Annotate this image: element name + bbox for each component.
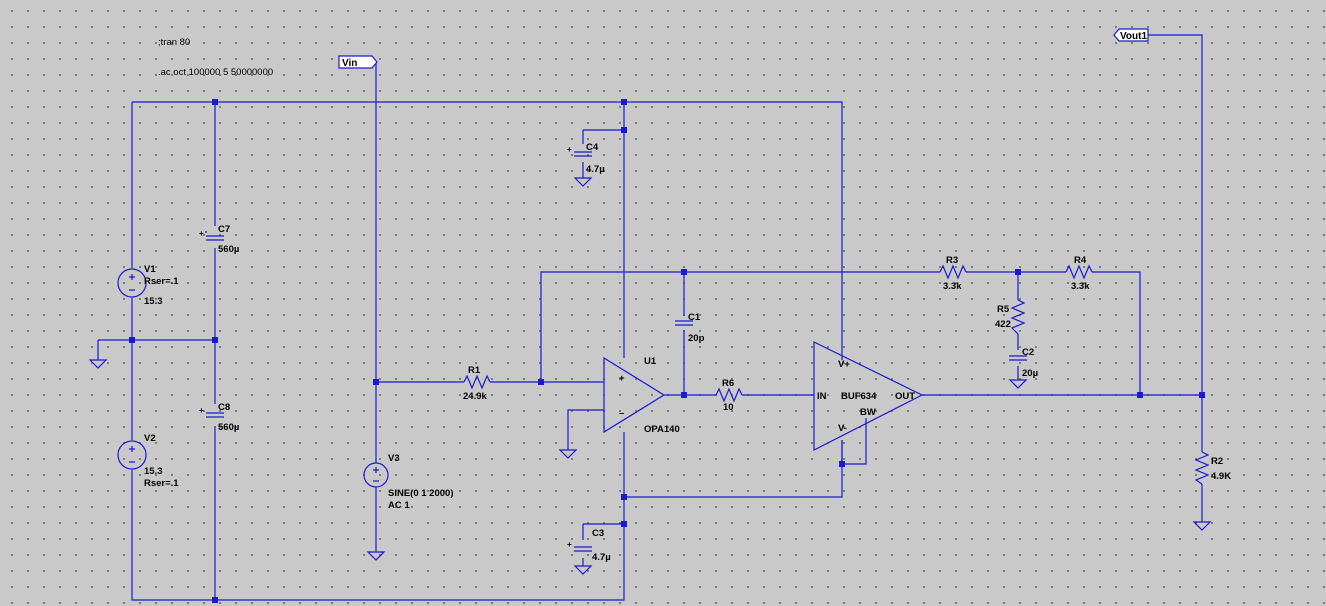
svg-text:OPA140: OPA140 [644, 424, 680, 435]
svg-text:4.7µ: 4.7µ [592, 552, 611, 563]
capacitor-c2[interactable]: C2 20µ [1009, 347, 1038, 379]
svg-text:+: + [567, 145, 572, 154]
resistor-r2[interactable]: R2 4.9K [1194, 451, 1231, 485]
resistor-r1[interactable]: R1 24.9k [463, 365, 491, 402]
svg-text:4.7µ: 4.7µ [586, 164, 605, 175]
svg-text:R1: R1 [468, 365, 481, 376]
svg-text:15.3: 15.3 [144, 296, 163, 307]
ground-r2 [1192, 521, 1212, 531]
capacitor-c3[interactable]: + C3 4.7µ [567, 528, 611, 563]
svg-text:C8: C8 [218, 402, 230, 413]
ground-left [88, 359, 108, 369]
capacitor-c7[interactable]: + C7 560µ [199, 224, 239, 255]
svg-text:V+: V+ [838, 359, 850, 370]
capacitor-c8[interactable]: + C8 560µ [199, 402, 239, 433]
tran-directive[interactable]: ;tran 80 [158, 37, 190, 48]
svg-text:+: + [199, 406, 204, 415]
net-label-vout1[interactable]: Vout1 [1113, 28, 1149, 42]
svg-text:V-: V- [838, 423, 847, 434]
svg-text:C1: C1 [688, 312, 701, 323]
svg-text:+: + [199, 229, 204, 238]
net-label-vin[interactable]: Vin [338, 55, 378, 69]
svg-text:OUT: OUT [895, 391, 915, 402]
junctions [129, 99, 1205, 603]
svg-text:C2: C2 [1022, 347, 1034, 358]
svg-text:C7: C7 [218, 224, 230, 235]
ground-c3 [573, 565, 593, 575]
svg-text:Vout1: Vout1 [1120, 31, 1147, 42]
svg-text:+: + [619, 373, 625, 384]
ground-symbols [88, 177, 1212, 575]
ground-c4 [573, 177, 593, 187]
svg-text:R5: R5 [997, 304, 1010, 315]
svg-text:C4: C4 [586, 142, 599, 153]
ground-opamp-in [558, 449, 578, 459]
buffer-buf634[interactable]: V+ V- IN BUF634 OUT BW [813, 341, 924, 451]
svg-text:422: 422 [995, 319, 1011, 330]
svg-text:AC 1: AC 1 [388, 500, 410, 511]
svg-text:10: 10 [723, 402, 734, 413]
svg-text:Vin: Vin [342, 58, 357, 69]
capacitor-c4[interactable]: + C4 4.7µ [567, 142, 605, 175]
resistor-r3[interactable]: R3 3.3k [939, 255, 967, 292]
svg-text:3.3k: 3.3k [943, 281, 962, 292]
svg-text:Rser=.1: Rser=.1 [144, 478, 179, 489]
resistor-r6[interactable]: R6 10 [715, 378, 743, 413]
resistor-r5[interactable]: R5 422 [995, 299, 1026, 335]
wires [97, 34, 1203, 601]
svg-text:V1: V1 [144, 264, 156, 275]
resistor-r4[interactable]: R4 3.3k [1065, 255, 1093, 292]
svg-text:R4: R4 [1074, 255, 1087, 266]
svg-text:Rser=.1: Rser=.1 [144, 276, 179, 287]
svg-text:560µ: 560µ [218, 422, 239, 433]
svg-text:IN: IN [817, 391, 827, 402]
svg-text:R3: R3 [946, 255, 958, 266]
svg-text:V2: V2 [144, 433, 156, 444]
source-v1[interactable]: V1 Rser=.1 15.3 [117, 264, 179, 307]
source-v3[interactable]: V3 SINE(0 1 2000) AC 1 [363, 453, 453, 511]
ground-c2 [1008, 379, 1028, 389]
svg-text:4.9K: 4.9K [1211, 471, 1231, 482]
capacitor-c1[interactable]: C1 20p [675, 312, 705, 344]
ac-directive[interactable]: .ac oct 100000 5 50000000 [158, 67, 273, 78]
svg-text:BUF634: BUF634 [841, 391, 877, 402]
svg-text:BW: BW [860, 407, 876, 418]
svg-text:–: – [619, 408, 624, 419]
svg-text:C3: C3 [592, 528, 604, 539]
svg-text:V3: V3 [388, 453, 400, 464]
svg-text:560µ: 560µ [218, 244, 239, 255]
svg-text:3.3k: 3.3k [1071, 281, 1090, 292]
svg-text:R2: R2 [1211, 456, 1223, 467]
svg-text:+: + [567, 540, 572, 549]
svg-text:20p: 20p [688, 333, 705, 344]
opamp-u1[interactable]: + – U1 OPA140 [603, 356, 680, 435]
svg-text:20µ: 20µ [1022, 368, 1038, 379]
svg-text:SINE(0 1 2000): SINE(0 1 2000) [388, 488, 453, 499]
svg-text:15.3: 15.3 [144, 466, 163, 477]
svg-text:U1: U1 [644, 356, 657, 367]
svg-text:24.9k: 24.9k [463, 391, 487, 402]
ground-v3 [366, 551, 386, 561]
svg-text:R6: R6 [722, 378, 734, 389]
source-v2[interactable]: V2 15.3 Rser=.1 [117, 433, 179, 489]
